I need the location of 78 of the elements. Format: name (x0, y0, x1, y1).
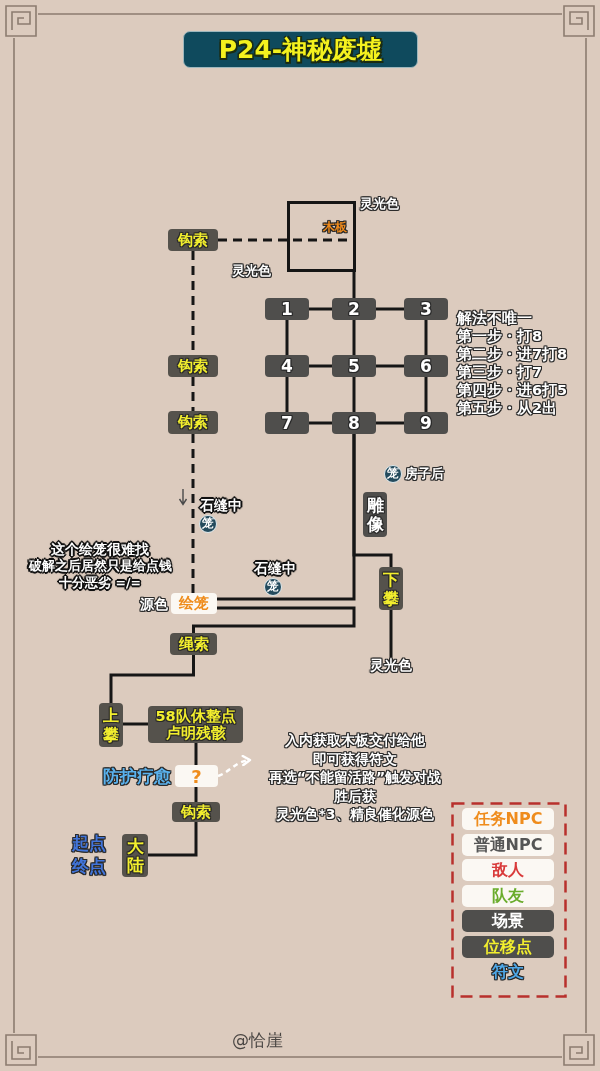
reward-text: 防护疗愈 (103, 765, 171, 788)
location-text: 石缝中 (254, 560, 296, 578)
connector-line (309, 307, 332, 311)
note-text: 十分恶劣 =/= (59, 575, 141, 592)
connector-line (194, 787, 198, 802)
dashed-line (191, 434, 195, 593)
connector-line (376, 307, 404, 311)
marker-circle: 笼 (383, 465, 402, 483)
connector-line (352, 320, 356, 355)
start-end-text: 起点 (72, 832, 106, 855)
step-text: 第五步・从2出 (457, 399, 558, 418)
legend-text: 场景 (492, 911, 524, 931)
legend-text: 队友 (492, 886, 524, 906)
quest-box: ? (175, 765, 218, 787)
note-text: 这个绘笼很难找 (51, 541, 149, 559)
connector-line (109, 655, 195, 703)
connector-line (352, 434, 393, 567)
step-text: 第一步・打8 (457, 327, 543, 346)
instruction-text: 入内获取木板交付给他 即可获得符文 再选“不能留活路”触发对战 胜后获 灵光色*3、精良催化源色 (250, 731, 460, 824)
scene-box: 9 (404, 412, 448, 434)
move-point-box: 上攀 (99, 703, 123, 747)
move-point-box: 钩索 (168, 411, 218, 434)
step-text: 解法不唯一 (457, 309, 532, 328)
connector-line (389, 610, 393, 657)
scene-box: 6 (404, 355, 448, 377)
legend-text: 任务NPC (473, 809, 543, 829)
start-end-text: 终点 (72, 855, 106, 878)
connector-line (352, 377, 356, 412)
connector-line (123, 722, 148, 726)
move-point-box: 大陆 (122, 834, 148, 877)
note-text: 破解之后居然只是给点钱 (28, 558, 172, 575)
connector-line (376, 421, 404, 425)
step-text: 第三步・打7 (457, 363, 543, 382)
legend-text: 普通NPC (473, 835, 543, 855)
connector-line (192, 606, 356, 633)
connector-line (194, 743, 198, 765)
room-outline: 木板 (286, 200, 356, 272)
legend-text: 符文 (492, 962, 524, 982)
connector-line (309, 421, 332, 425)
item-text: 源色 (140, 596, 168, 614)
move-point-box: 钩索 (168, 355, 218, 377)
step-text: 第四步・进6打5 (457, 381, 568, 400)
move-point-box: 钩索 (172, 802, 220, 822)
step-text: 第二步・进7打8 (457, 345, 568, 364)
legend-text: 敌人 (492, 860, 524, 880)
legend-text: 位移点 (484, 937, 532, 957)
item-text: 灵光色 (365, 657, 417, 675)
move-point-box: 钩索 (168, 229, 218, 251)
scene-box: 4 (265, 355, 309, 377)
scene-box: 8 (332, 412, 376, 434)
scene-box: 7 (265, 412, 309, 434)
connector-line (285, 320, 289, 355)
move-point-box: 58队休整点 卢明残骸 (148, 706, 243, 743)
move-point-box: 下攀 (379, 567, 403, 610)
connector-line (424, 320, 428, 355)
connector-line (285, 377, 289, 412)
dashed-arrow (217, 755, 252, 778)
connector-line (148, 822, 198, 857)
scene-box: 2 (332, 298, 376, 320)
scene-box: 雕像 (363, 492, 387, 537)
marker-circle: 笼 (264, 578, 282, 596)
author-credit: @恰崖 (232, 1029, 283, 1052)
connector-line (376, 364, 404, 368)
quest-box: 绘笼 (171, 593, 217, 614)
connector-line (352, 270, 356, 298)
title-banner: P24-神秘废墟 (183, 31, 418, 68)
item-text: 灵光色 (232, 262, 271, 280)
location-text: 石缝中 (200, 497, 242, 515)
scene-box: 1 (265, 298, 309, 320)
dashed-line (191, 377, 195, 411)
scene-box: 5 (332, 355, 376, 377)
marker-circle: 笼 (199, 515, 217, 533)
connector-line (309, 364, 332, 368)
location-text: 房子后 (405, 466, 444, 483)
connector-line (424, 377, 428, 412)
scene-box: 3 (404, 298, 448, 320)
item-text: 灵光色 (360, 195, 399, 213)
move-point-box: 绳索 (170, 633, 217, 655)
